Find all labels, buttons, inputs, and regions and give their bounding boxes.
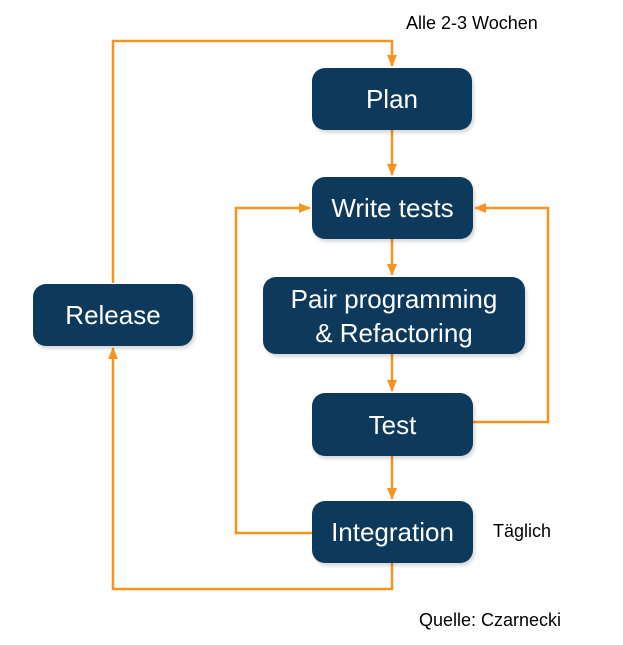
node-write-tests-label: Write tests xyxy=(331,193,454,223)
node-integration-label: Integration xyxy=(331,517,454,547)
node-test: Test xyxy=(312,393,473,456)
node-write-tests: Write tests xyxy=(312,177,473,239)
node-integration: Integration xyxy=(312,501,473,563)
node-release-label: Release xyxy=(65,300,161,330)
node-test-label: Test xyxy=(368,409,417,440)
cycle-duration-label: Alle 2-3 Wochen xyxy=(406,13,538,33)
arrow-integration-to-write-tests xyxy=(234,203,312,535)
node-pair-programming-label: Pair programming & Refactoring xyxy=(291,282,498,350)
node-pair-programming-line2: & Refactoring xyxy=(315,317,473,348)
node-release: Release xyxy=(33,284,193,346)
node-pair-programming: Pair programming & Refactoring xyxy=(263,277,525,354)
source-label: Quelle: Czarnecki xyxy=(419,610,562,630)
node-pair-programming-line1: Pair programming xyxy=(290,283,498,314)
node-plan-label: Plan xyxy=(365,84,419,114)
daily-label: Täglich xyxy=(493,521,552,541)
node-plan: Plan xyxy=(312,68,472,130)
